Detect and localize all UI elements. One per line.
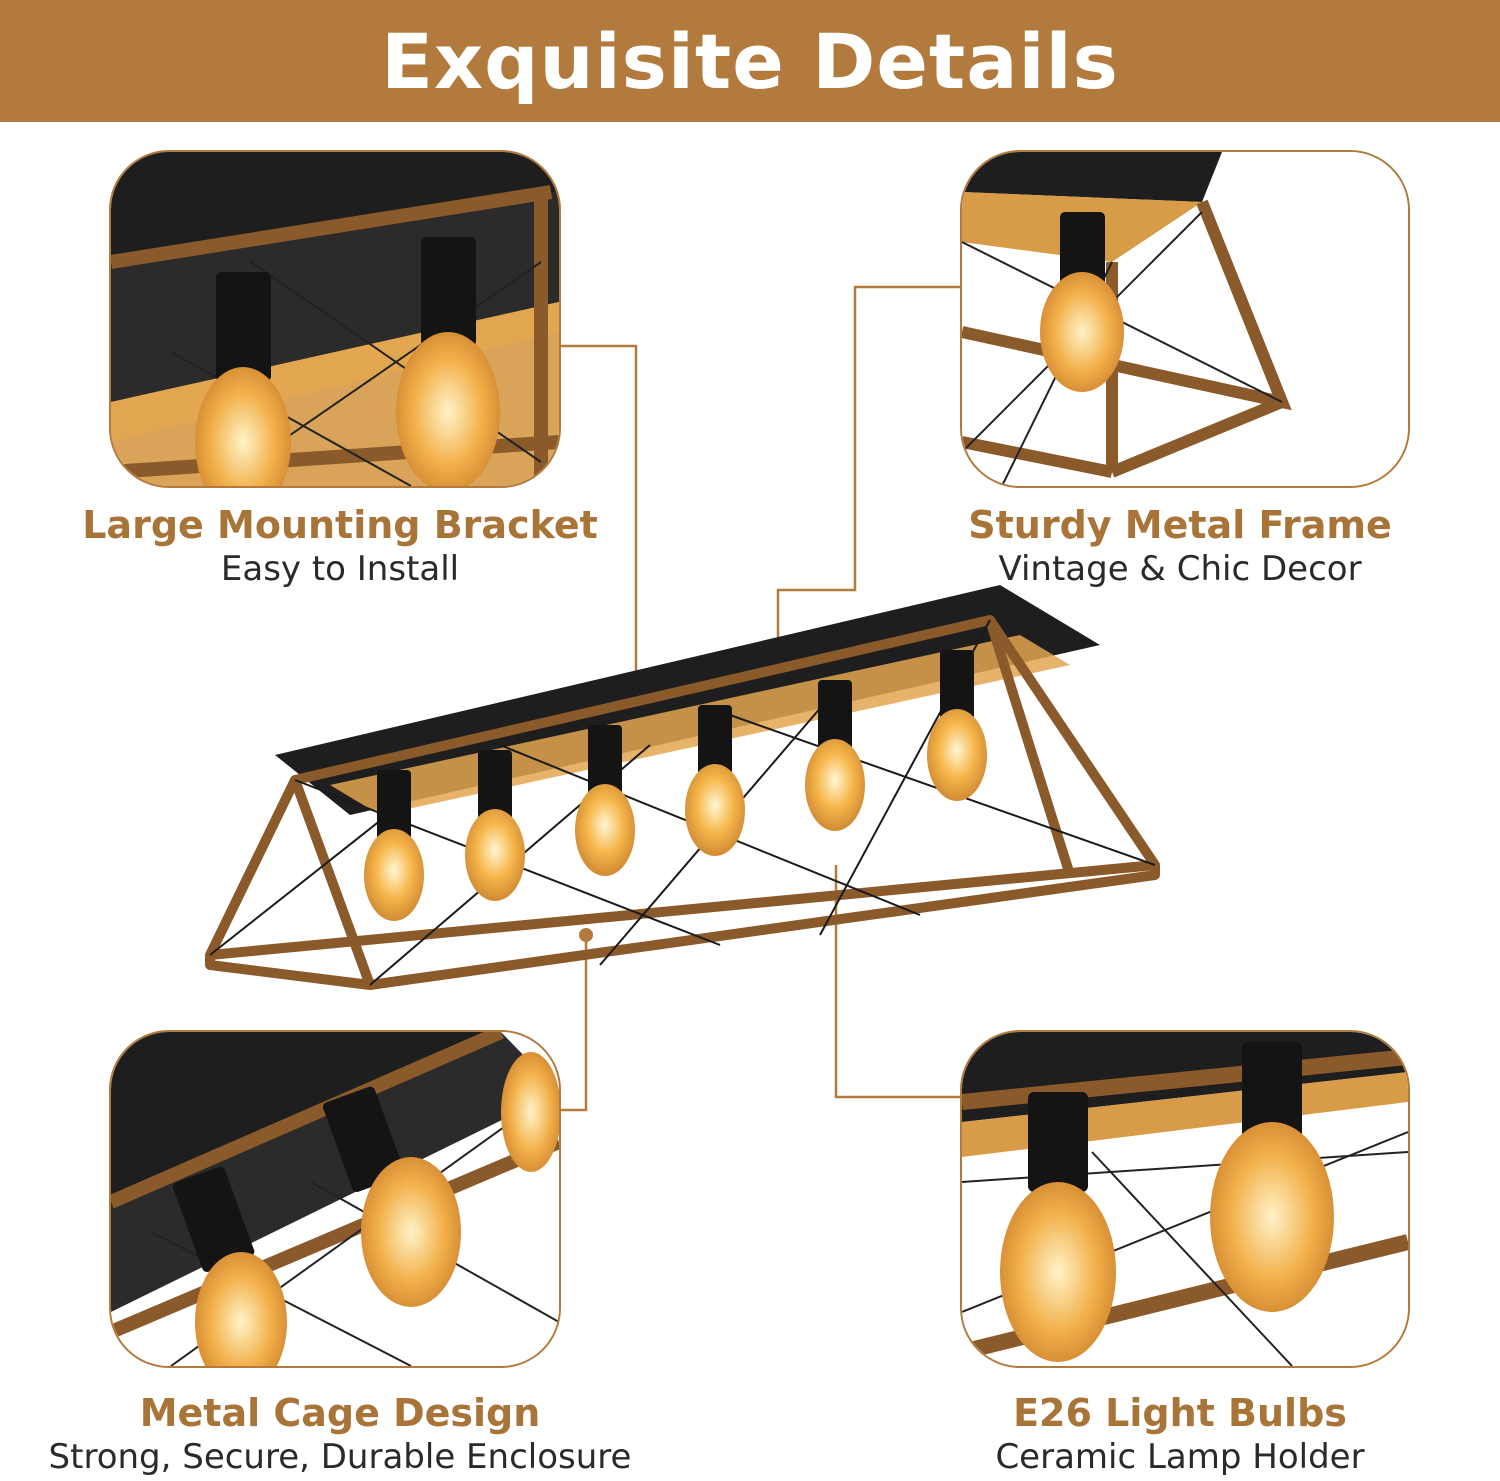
- feature-title-cage-design: Metal Cage Design: [139, 1391, 541, 1435]
- caption-cage-design: Metal Cage Design Strong, Secure, Durabl…: [20, 1390, 660, 1478]
- feature-title-light-bulbs: E26 Light Bulbs: [1013, 1391, 1347, 1435]
- detail-panel-cage-design: [109, 1030, 561, 1368]
- feature-subtitle-cage-design: Strong, Secure, Durable Enclosure: [48, 1437, 632, 1477]
- feature-subtitle-mounting-bracket: Easy to Install: [220, 549, 460, 589]
- feature-title-metal-frame: Sturdy Metal Frame: [968, 503, 1392, 547]
- feature-title-mounting-bracket: Large Mounting Bracket: [82, 503, 598, 547]
- caption-light-bulbs: E26 Light Bulbs Ceramic Lamp Holder: [880, 1390, 1480, 1478]
- header-banner: Exquisite Details: [0, 0, 1500, 122]
- caption-mounting-bracket: Large Mounting Bracket Easy to Install: [40, 502, 640, 590]
- light-bulbs-photo: [962, 1032, 1408, 1366]
- metal-frame-photo: [962, 152, 1408, 486]
- detail-panel-light-bulbs: [960, 1030, 1410, 1368]
- caption-metal-frame: Sturdy Metal Frame Vintage & Chic Decor: [880, 502, 1480, 590]
- chandelier-illustration: [205, 585, 1160, 990]
- main-fixture-image: [200, 575, 1170, 1015]
- cage-design-photo: [111, 1032, 559, 1366]
- feature-subtitle-light-bulbs: Ceramic Lamp Holder: [995, 1437, 1365, 1477]
- detail-panel-mounting-bracket: [109, 150, 561, 488]
- banner-title: Exquisite Details: [381, 16, 1119, 106]
- detail-panel-metal-frame: [960, 150, 1410, 488]
- mounting-bracket-photo: [111, 152, 559, 486]
- feature-subtitle-metal-frame: Vintage & Chic Decor: [998, 549, 1362, 589]
